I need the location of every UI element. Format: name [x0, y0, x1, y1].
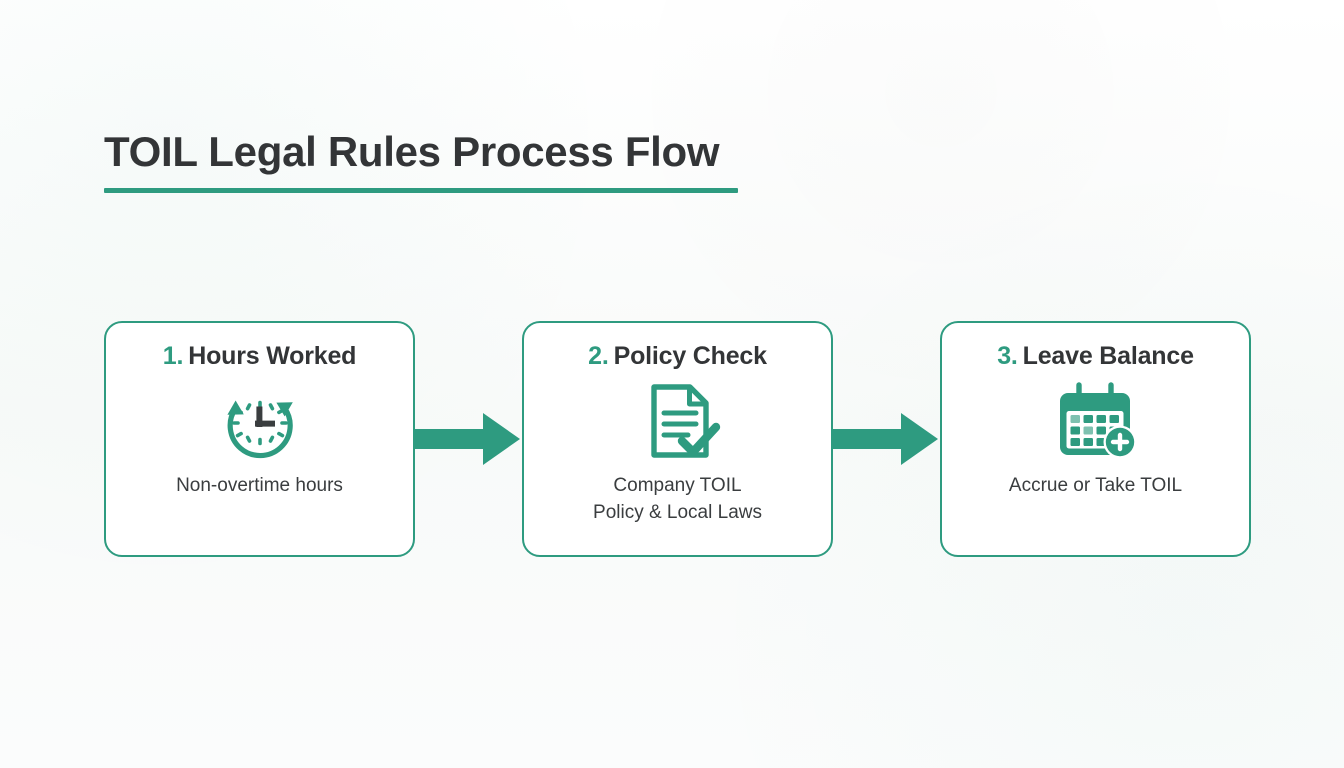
- flow-connector-2: [833, 411, 940, 467]
- flow-step-caption-3: Accrue or Take TOIL: [1008, 475, 1183, 496]
- flow-step-caption-1: Non-overtime hours: [176, 475, 343, 496]
- title-underline-rule: [104, 188, 738, 194]
- flow-step-title-1: Hours Worked: [188, 342, 357, 370]
- document-check-icon: [632, 379, 724, 463]
- calendar-plus-icon: [1046, 379, 1146, 463]
- arrow-right-icon: [415, 413, 520, 465]
- flow-step-card-3[interactable]: 3.Leave Balance: [940, 321, 1251, 557]
- flow-step-card-2[interactable]: 2.Policy Check Co: [522, 321, 833, 557]
- page-title: TOIL Legal Rules Process Flow: [104, 128, 720, 175]
- flow-step-heading-3: 3.Leave Balance: [997, 342, 1194, 371]
- title-block: TOIL Legal Rules Process Flow: [104, 128, 738, 194]
- flow-step-heading-2: 2.Policy Check: [588, 342, 767, 371]
- flow-step-title-3: Leave Balance: [1022, 342, 1194, 370]
- flow-step-number-1: 1.: [162, 342, 184, 370]
- flow-connector-1: [415, 411, 522, 467]
- flow-diagram: 1.Hours Worked: [104, 321, 1251, 557]
- flow-step-number-2: 2.: [588, 342, 609, 370]
- flow-step-title-2: Policy Check: [613, 342, 767, 370]
- flow-step-caption-2: Company TOIL Policy & Local Laws: [593, 475, 762, 523]
- flow-step-card-1[interactable]: 1.Hours Worked: [104, 321, 415, 557]
- clock-refresh-icon: [212, 379, 308, 463]
- flow-step-number-3: 3.: [997, 342, 1018, 370]
- arrow-right-icon: [833, 413, 938, 465]
- flow-step-heading-1: 1.Hours Worked: [162, 342, 357, 371]
